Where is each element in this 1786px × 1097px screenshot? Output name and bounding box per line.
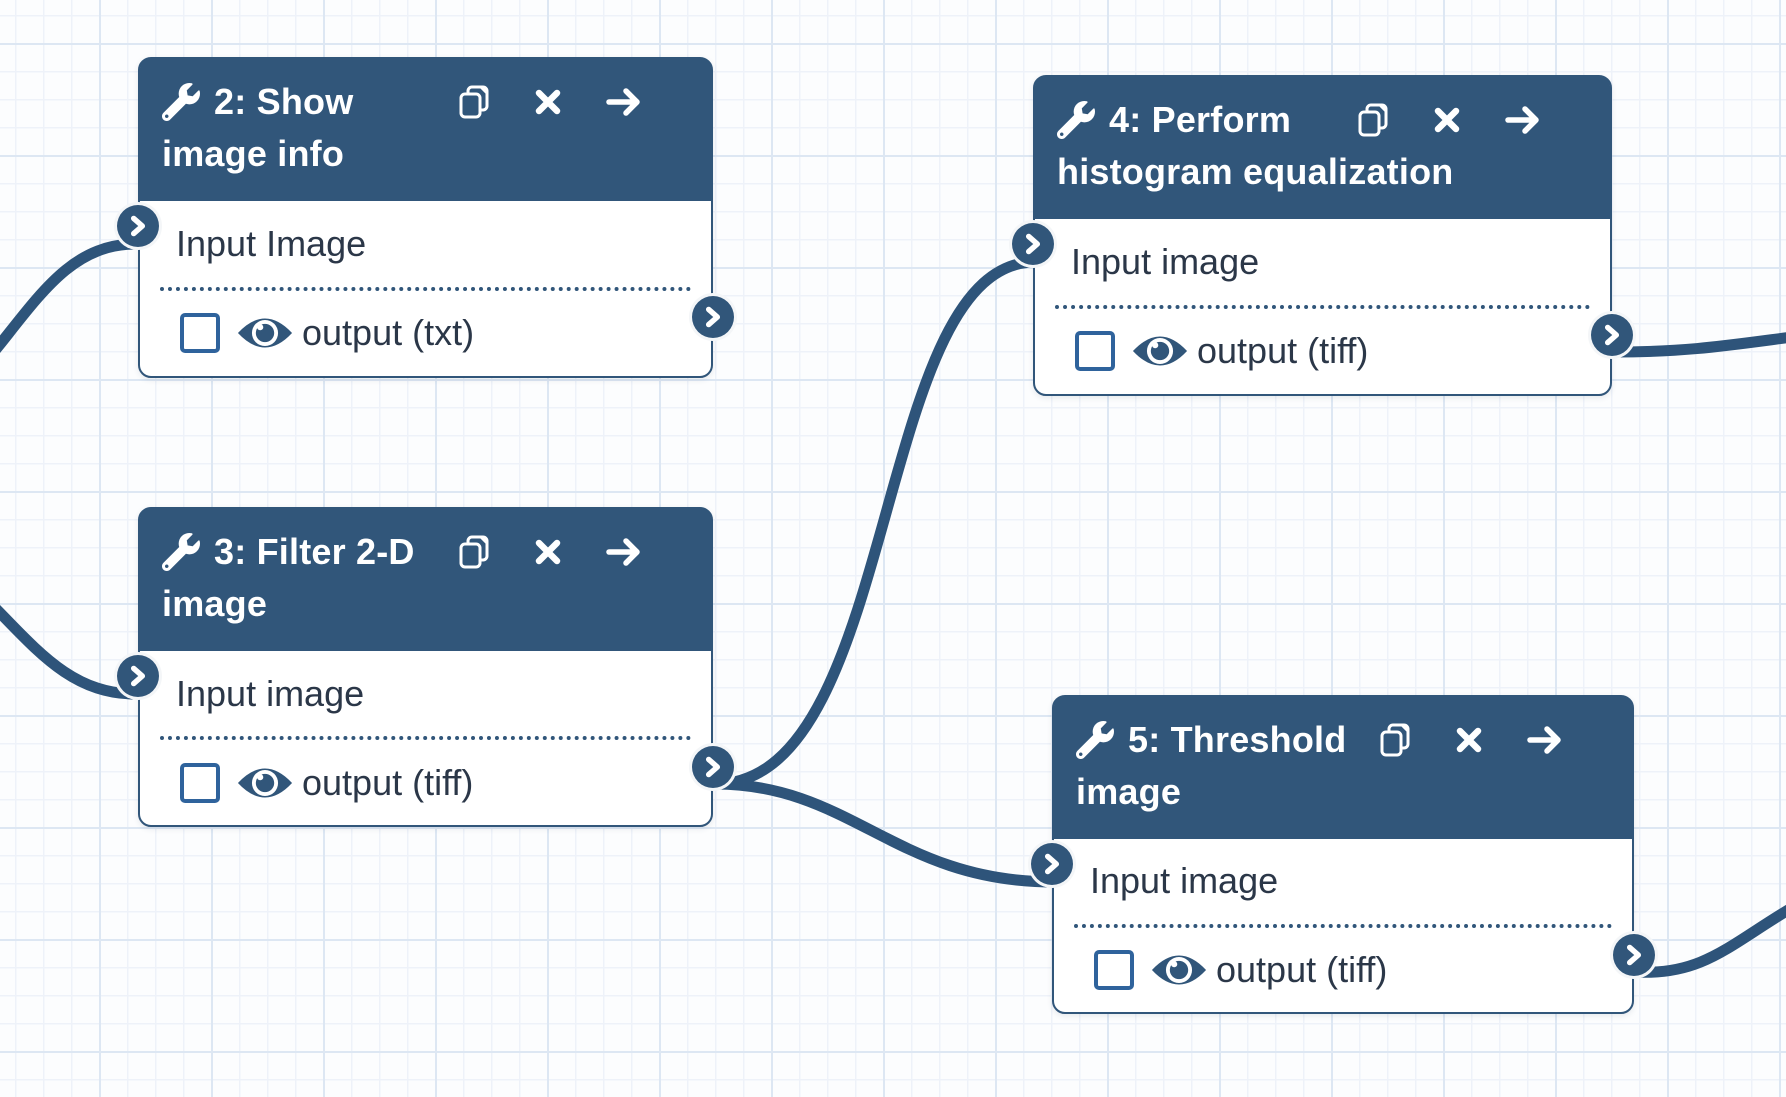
- wrench-icon: [162, 533, 202, 571]
- eye-icon[interactable]: [1131, 329, 1189, 373]
- eye-icon[interactable]: [236, 311, 294, 355]
- node-input-row[interactable]: Input image: [140, 651, 711, 736]
- wrench-icon: [162, 83, 202, 121]
- output-connector[interactable]: [689, 293, 737, 341]
- eye-icon[interactable]: [236, 761, 294, 805]
- output-connector[interactable]: [689, 743, 737, 791]
- remove-node-icon[interactable]: [1432, 105, 1462, 135]
- node-header[interactable]: 2: Show image info: [140, 59, 711, 201]
- node-header[interactable]: 4: Perform histogram equalization: [1035, 77, 1610, 219]
- node-input-row[interactable]: Input image: [1054, 839, 1632, 924]
- arrow-right-icon[interactable]: [1504, 104, 1542, 136]
- node-title-line1: 2: Show: [214, 81, 354, 122]
- eye-icon[interactable]: [1150, 948, 1208, 992]
- edge[interactable]: [1608, 332, 1786, 358]
- row-separator: [160, 286, 691, 291]
- row-separator: [1055, 304, 1590, 309]
- edge[interactable]: [0, 238, 142, 430]
- node-input-row[interactable]: Input image: [1035, 219, 1610, 305]
- output-label: output (tiff): [302, 761, 474, 803]
- workflow-node-show-image-info[interactable]: 2: Show image info Input Image: [114, 57, 737, 378]
- node-title-line1: 3: Filter 2-D: [214, 531, 415, 572]
- remove-node-icon[interactable]: [533, 537, 563, 567]
- output-label: output (tiff): [1197, 330, 1369, 372]
- input-label: Input image: [1071, 240, 1260, 282]
- node-title-line2: image info: [162, 133, 345, 174]
- input-connector[interactable]: [114, 652, 162, 700]
- edge[interactable]: [0, 542, 142, 700]
- node-title-line2: image: [1076, 771, 1182, 812]
- output-connector[interactable]: [1610, 931, 1658, 979]
- wrench-icon: [1076, 721, 1116, 759]
- input-label: Input image: [176, 672, 365, 714]
- edge[interactable]: [709, 256, 1041, 790]
- output-label: output (txt): [302, 312, 475, 354]
- input-label: Input Image: [176, 222, 367, 264]
- edge[interactable]: [1630, 903, 1786, 978]
- arrow-right-icon[interactable]: [605, 86, 643, 118]
- output-label: output (tiff): [1216, 948, 1388, 990]
- node-output-row[interactable]: output (tiff): [1054, 928, 1632, 1013]
- workflow-node-filter-2d-image[interactable]: 3: Filter 2-D image Input image: [114, 507, 737, 827]
- output-visibility-checkbox[interactable]: [1075, 331, 1115, 372]
- node-input-row[interactable]: Input Image: [140, 201, 711, 287]
- clone-node-icon[interactable]: [457, 534, 491, 570]
- output-visibility-checkbox[interactable]: [180, 313, 220, 354]
- workflow-node-threshold-image[interactable]: 5: Threshold image Input image: [1028, 695, 1658, 1014]
- node-title-line1: 5: Threshold: [1128, 719, 1347, 760]
- clone-node-icon[interactable]: [1378, 722, 1412, 758]
- arrow-right-icon[interactable]: [1526, 724, 1564, 756]
- node-title-line1: 4: Perform: [1109, 99, 1292, 140]
- row-separator: [160, 736, 691, 740]
- remove-node-icon[interactable]: [533, 87, 563, 117]
- remove-node-icon[interactable]: [1454, 725, 1484, 755]
- clone-node-icon[interactable]: [457, 84, 491, 120]
- arrow-right-icon[interactable]: [605, 536, 643, 568]
- output-visibility-checkbox[interactable]: [1094, 949, 1134, 990]
- output-visibility-checkbox[interactable]: [180, 762, 220, 803]
- node-header[interactable]: 5: Threshold image: [1054, 697, 1632, 839]
- node-title-line2: image: [162, 583, 268, 624]
- node-output-row[interactable]: output (txt): [140, 291, 711, 377]
- row-separator: [1074, 923, 1612, 928]
- input-label: Input image: [1090, 860, 1279, 902]
- wrench-icon: [1057, 101, 1097, 139]
- node-output-row[interactable]: output (tiff): [1035, 309, 1610, 395]
- output-connector[interactable]: [1588, 311, 1636, 359]
- workflow-node-histogram-equalization[interactable]: 4: Perform histogram equalization Input: [1009, 75, 1636, 396]
- node-title-line2: histogram equalization: [1057, 151, 1454, 192]
- edge[interactable]: [709, 778, 1060, 888]
- input-connector[interactable]: [114, 202, 162, 250]
- node-header[interactable]: 3: Filter 2-D image: [140, 509, 711, 651]
- node-output-row[interactable]: output (tiff): [140, 740, 711, 825]
- input-connector[interactable]: [1009, 220, 1057, 268]
- input-connector[interactable]: [1028, 840, 1076, 888]
- clone-node-icon[interactable]: [1356, 102, 1390, 138]
